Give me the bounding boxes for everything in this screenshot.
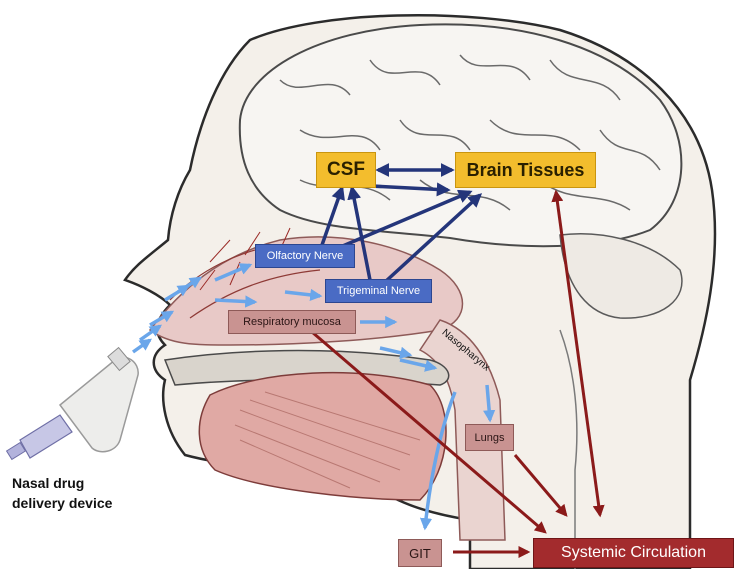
device-label-line1: Nasal drug: [12, 474, 112, 492]
respiratory-mucosa-label: Respiratory mucosa: [228, 310, 356, 334]
brain-tissues-label: Brain Tissues: [455, 152, 596, 188]
systemic-circulation-label: Systemic Circulation: [533, 538, 734, 568]
csf-label: CSF: [316, 152, 376, 188]
trigeminal-nerve-label: Trigeminal Nerve: [325, 279, 432, 303]
olfactory-nerve-label: Olfactory Nerve: [255, 244, 355, 268]
nasal-spray-device-illustration: [7, 348, 139, 460]
git-label: GIT: [398, 539, 442, 567]
lungs-label: Lungs: [465, 424, 514, 451]
device-label-line2: delivery device: [12, 494, 132, 512]
